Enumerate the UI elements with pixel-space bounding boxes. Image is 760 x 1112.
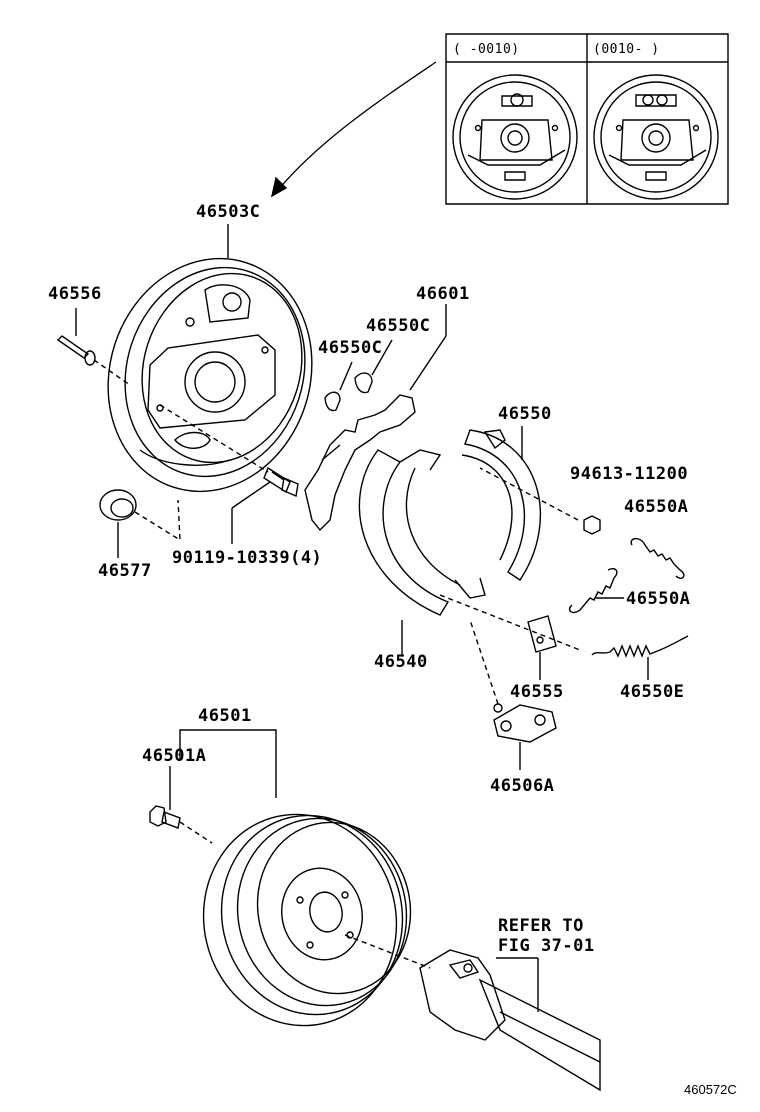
drum-bolt-drawing bbox=[150, 766, 180, 828]
strut-drawing bbox=[528, 616, 556, 680]
label-cylinder[interactable]: 46506A bbox=[490, 776, 555, 796]
inset-plate-left bbox=[453, 75, 577, 199]
inset-arrow bbox=[278, 62, 436, 190]
wheel-cylinder-drawing bbox=[470, 620, 556, 770]
brake-shoe-drawings bbox=[359, 426, 580, 656]
spring-drawings bbox=[570, 539, 688, 680]
label-spring-a2[interactable]: 46550A bbox=[626, 589, 691, 609]
axle-yoke-drawing bbox=[420, 950, 600, 1090]
figure-code: 460572C bbox=[684, 1082, 737, 1097]
inset-right-header: (0010- ) bbox=[593, 42, 660, 57]
clip-drawings bbox=[325, 340, 392, 411]
label-plug[interactable]: 46577 bbox=[98, 561, 152, 581]
brake-drum-drawing bbox=[180, 730, 430, 1044]
label-drum[interactable]: 46501 bbox=[198, 706, 252, 726]
label-retainer[interactable]: 46601 bbox=[416, 284, 470, 304]
label-backing-plate[interactable]: 46503C bbox=[196, 202, 261, 222]
label-clip-upper[interactable]: 46550C bbox=[366, 316, 431, 336]
retainer-drawing bbox=[305, 304, 446, 530]
variant-inset bbox=[446, 34, 728, 204]
backing-plate-drawing bbox=[78, 224, 341, 518]
inset-left-header: ( -0010) bbox=[453, 42, 520, 57]
label-shoe-upper[interactable]: 46550 bbox=[498, 404, 552, 424]
label-drum-bolt[interactable]: 46501A bbox=[142, 746, 207, 766]
pin-drawing bbox=[58, 308, 130, 385]
inset-plate-right bbox=[594, 75, 718, 199]
label-pin[interactable]: 46556 bbox=[48, 284, 102, 304]
label-refer-line2[interactable]: FIG 37-01 bbox=[498, 936, 595, 956]
bolt-drawing bbox=[160, 405, 298, 544]
nut-drawing bbox=[480, 468, 600, 534]
label-strut[interactable]: 46555 bbox=[510, 682, 564, 702]
label-shoe-lower[interactable]: 46540 bbox=[374, 652, 428, 672]
label-clip-lower[interactable]: 46550C bbox=[318, 338, 383, 358]
label-bolt[interactable]: 90119-10339(4) bbox=[172, 548, 323, 568]
label-spring-e[interactable]: 46550E bbox=[620, 682, 685, 702]
plug-drawing bbox=[100, 490, 180, 558]
label-refer-line1[interactable]: REFER TO bbox=[498, 916, 584, 936]
label-spring-a1[interactable]: 46550A bbox=[624, 497, 689, 517]
label-nut[interactable]: 94613-11200 bbox=[570, 464, 689, 484]
